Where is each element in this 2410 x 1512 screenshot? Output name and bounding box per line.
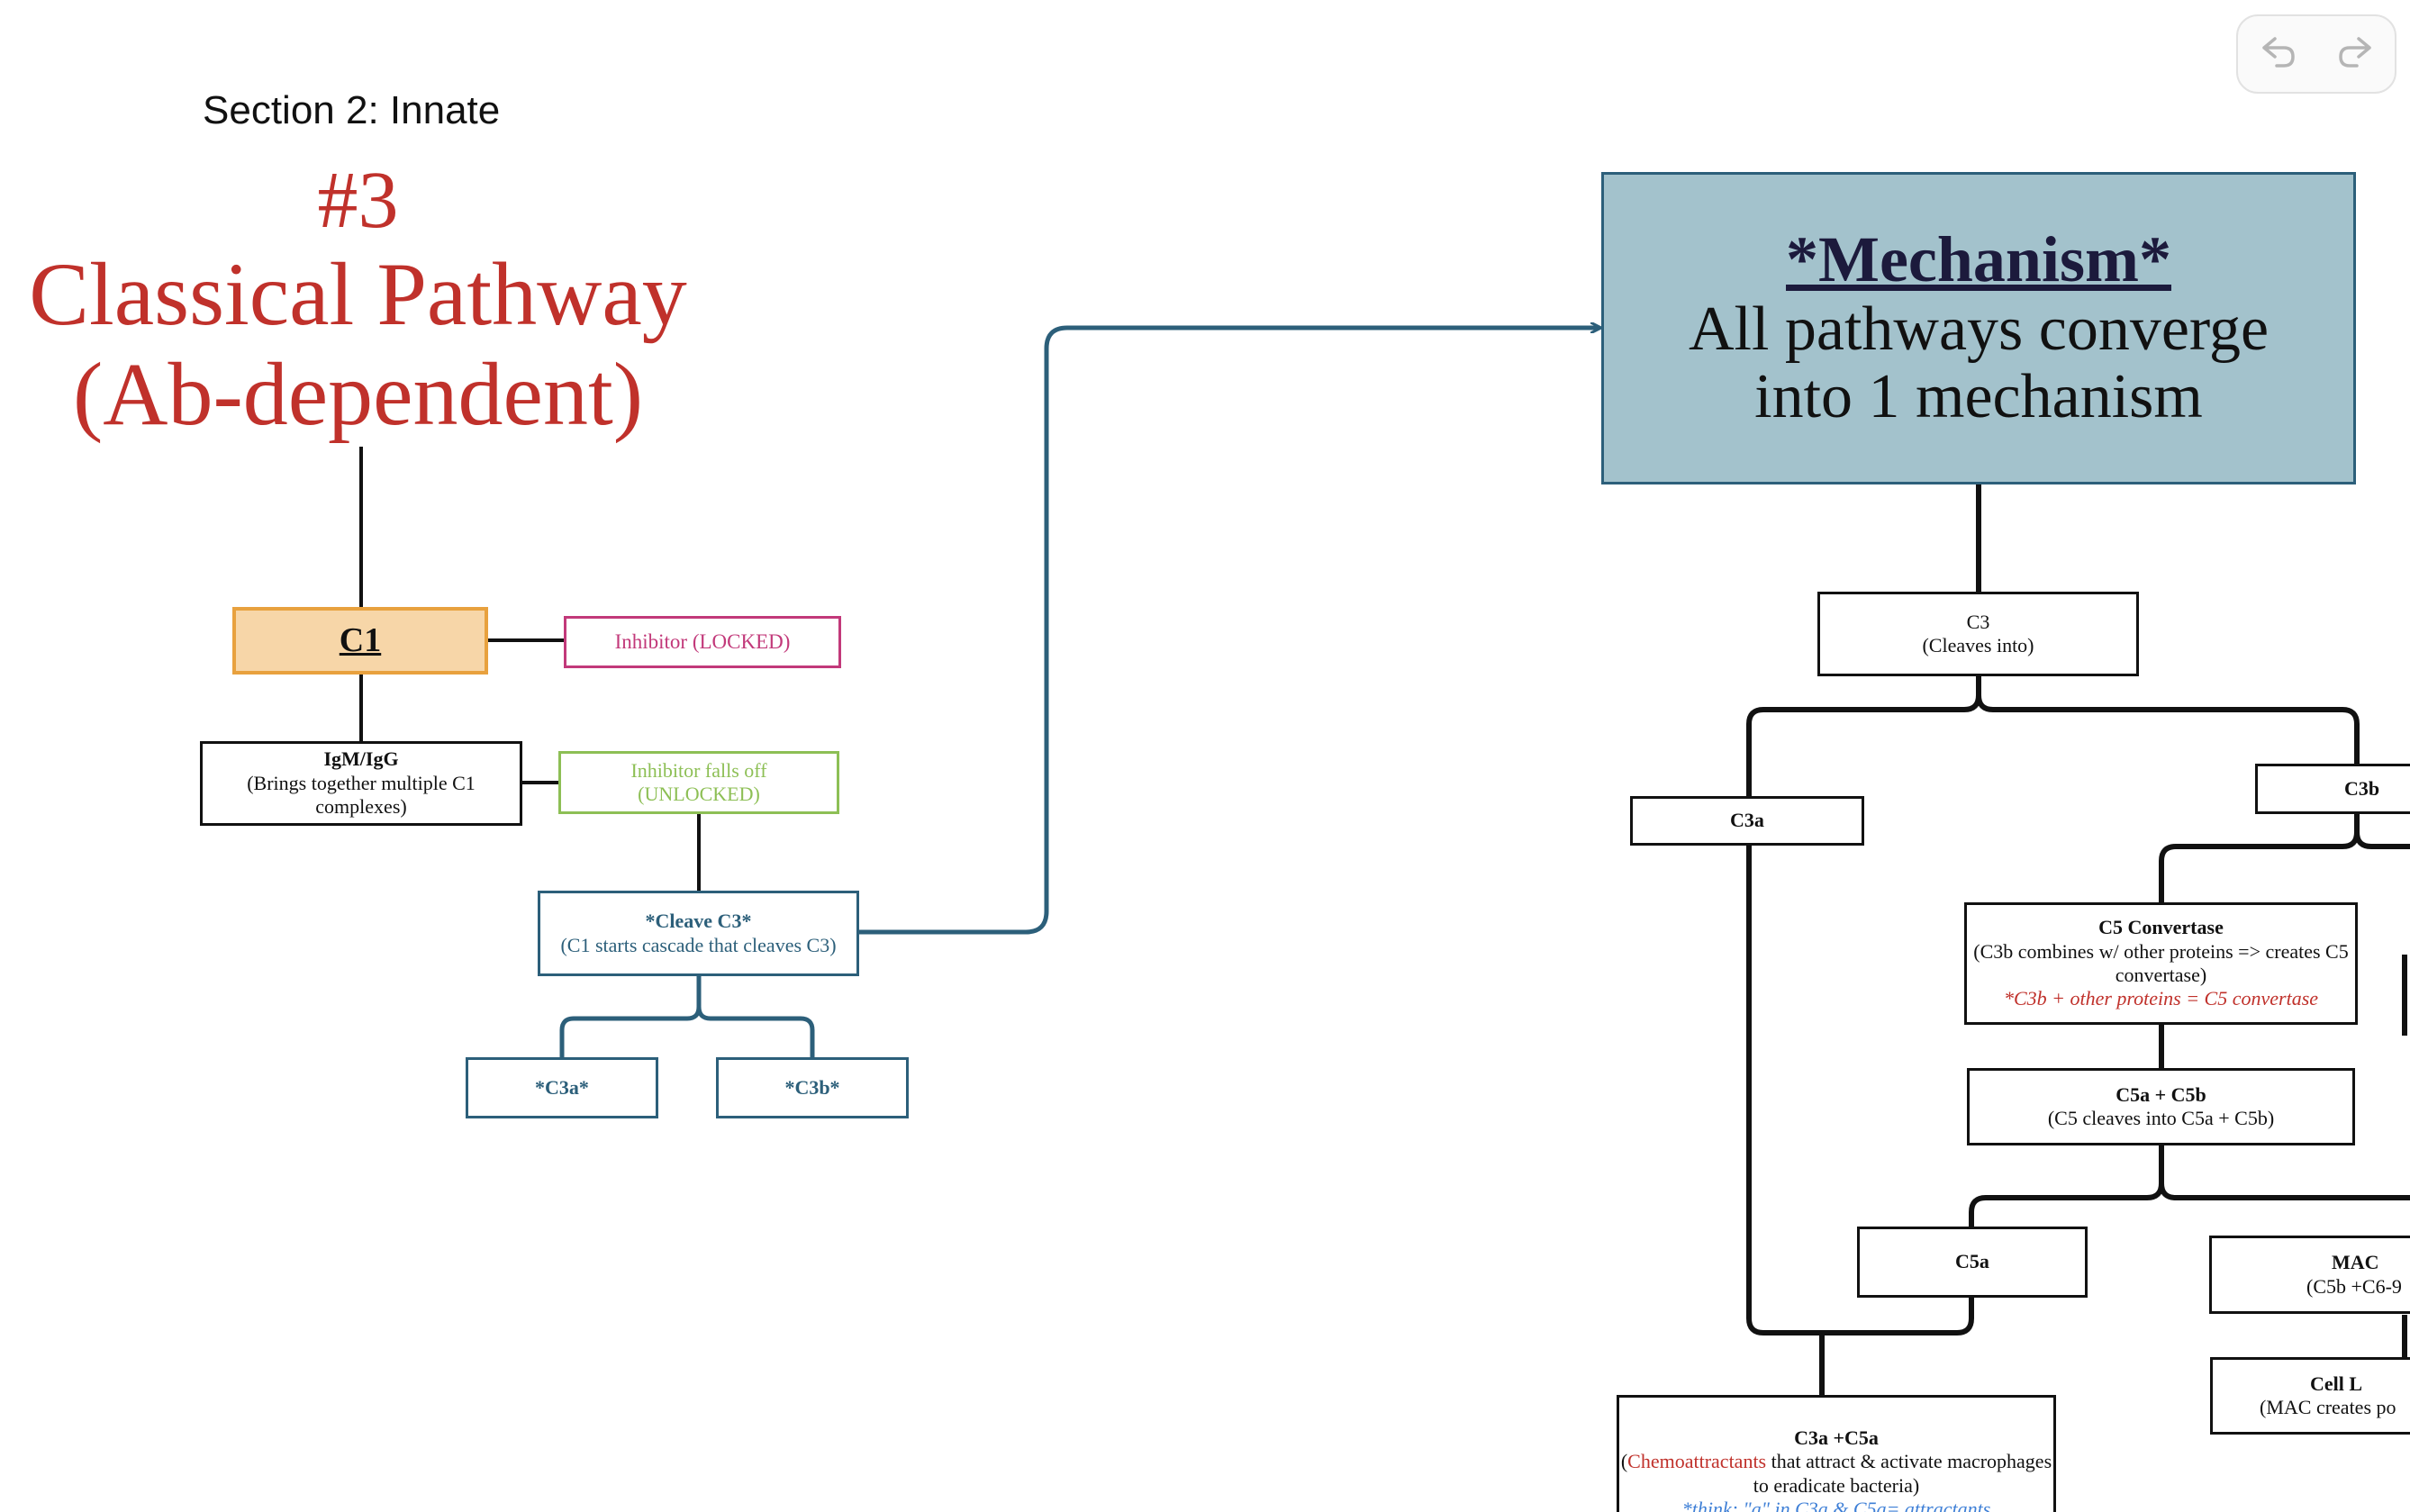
undo-icon[interactable] [2257, 32, 2298, 77]
igm-igg-box: IgM/IgG (Brings together multiple C1 com… [200, 741, 522, 826]
cell-lysis-box: Cell L (MAC creates po [2210, 1357, 2410, 1435]
c5a-c5b-desc: (C5 cleaves into C5a + C5b) [2047, 1107, 2275, 1129]
c5a-c5b-title: C5a + C5b [2116, 1082, 2206, 1106]
c5-convertase-title: C5 Convertase [2098, 916, 2224, 939]
redo-icon[interactable] [2335, 32, 2377, 77]
c3b-box: C3b [2255, 764, 2410, 814]
inhibitor-unlocked-line2: (UNLOCKED) [638, 783, 760, 805]
title-number: #3 [317, 156, 399, 245]
c5-to-mac-line [2159, 1182, 2410, 1200]
classical-c3a-label: *C3a* [535, 1075, 589, 1099]
undo-redo-toolbar [2236, 14, 2396, 94]
c3a-c5a-title: C3a +C5a [1794, 1426, 1879, 1449]
c3a-c5a-note: *think: "a" in C3a & C5a= attractants [1681, 1498, 1991, 1512]
c5-to-c5a-line [1969, 1145, 2164, 1227]
c5-convertase-box: C5 Convertase (C3b combines w/ other pro… [1964, 902, 2358, 1025]
c5-convertase-note: *C3b + other proteins = C5 convertase [2003, 987, 2319, 1010]
c3b-right-branch [2354, 831, 2410, 849]
mechanism-box: *Mechanism* All pathways converge into 1… [1601, 172, 2356, 484]
c3-to-c3b-line [1976, 694, 2360, 765]
c3-box: C3 (Cleaves into) [1817, 592, 2139, 676]
c5a-to-sum-line [1822, 1297, 1974, 1335]
igm-title: IgM/IgG [323, 747, 399, 771]
inhibitor-unlocked-box: Inhibitor falls off (UNLOCKED) [558, 751, 839, 814]
classical-c3b-box: *C3b* [716, 1057, 909, 1118]
c3a-box: C3a [1630, 796, 1864, 846]
arrow-to-mechanism [858, 328, 1599, 935]
classical-c3b-label: *C3b* [784, 1075, 840, 1099]
c3-to-c3a-line [1746, 676, 1981, 797]
inhibitor-unlocked-line1: Inhibitor falls off [630, 758, 767, 782]
c3a-to-sum-line [1746, 844, 1825, 1395]
c5-convertase-desc: (C3b combines w/ other proteins => creat… [1973, 939, 2349, 986]
mac-box: MAC (C5b +C6-9 [2209, 1236, 2410, 1314]
title-line-1: Classical Pathway [29, 244, 687, 344]
mechanism-line1: All pathways converge [1688, 294, 2270, 364]
cleave-to-c3a-line [559, 974, 702, 1058]
cleave-to-c3b-line [696, 1006, 815, 1058]
title-line-2: (Ab-dependent) [72, 344, 644, 444]
inhibitor-locked-label: Inhibitor (LOCKED) [614, 630, 791, 654]
c3-desc: (Cleaves into) [1922, 634, 2034, 656]
cleave-desc: (C1 starts cascade that cleaves C3) [560, 933, 837, 956]
cell-lysis-desc: (MAC creates po [2260, 1396, 2396, 1418]
c3b-to-c5-convertase-line [2159, 813, 2360, 903]
mac-desc: (C5b +C6-9 [2306, 1274, 2402, 1298]
mechanism-heading: *Mechanism* [1786, 223, 2171, 296]
mechanism-line2: into 1 mechanism [1754, 362, 2203, 432]
c3a-label: C3a [1730, 809, 1764, 832]
c5a-c5b-box: C5a + C5b (C5 cleaves into C5a + C5b) [1967, 1068, 2355, 1145]
cleave-title: *Cleave C3* [645, 910, 752, 933]
c5a-box: C5a [1857, 1227, 2088, 1298]
c3a-c5a-box: C3a +C5a (Chemoattractants that attract … [1617, 1395, 2056, 1512]
c3b-label: C3b [2344, 776, 2380, 800]
c3a-c5a-desc-open: ( [1620, 1450, 1628, 1473]
mac-title: MAC [2332, 1251, 2379, 1274]
igm-desc: (Brings together multiple C1 complexes) [247, 771, 476, 819]
c3a-c5a-desc: (Chemoattractants that attract & activat… [1619, 1450, 2053, 1498]
cell-lysis-title: Cell L [2310, 1372, 2363, 1395]
section-label: Section 2: Innate [203, 88, 501, 132]
c1-box: C1 [232, 607, 488, 675]
inhibitor-locked-box: Inhibitor (LOCKED) [564, 616, 841, 668]
c3a-c5a-desc-red: Chemoattractants [1627, 1450, 1767, 1473]
classical-c3a-box: *C3a* [466, 1057, 658, 1118]
c5a-label: C5a [1955, 1250, 1989, 1273]
c3-title: C3 [1966, 610, 1990, 633]
c1-label: C1 [339, 620, 382, 659]
cleave-c3-box: *Cleave C3* (C1 starts cascade that clea… [538, 891, 859, 976]
c3a-c5a-desc-rest: that attract & activate macrophages to e… [1753, 1450, 2052, 1497]
